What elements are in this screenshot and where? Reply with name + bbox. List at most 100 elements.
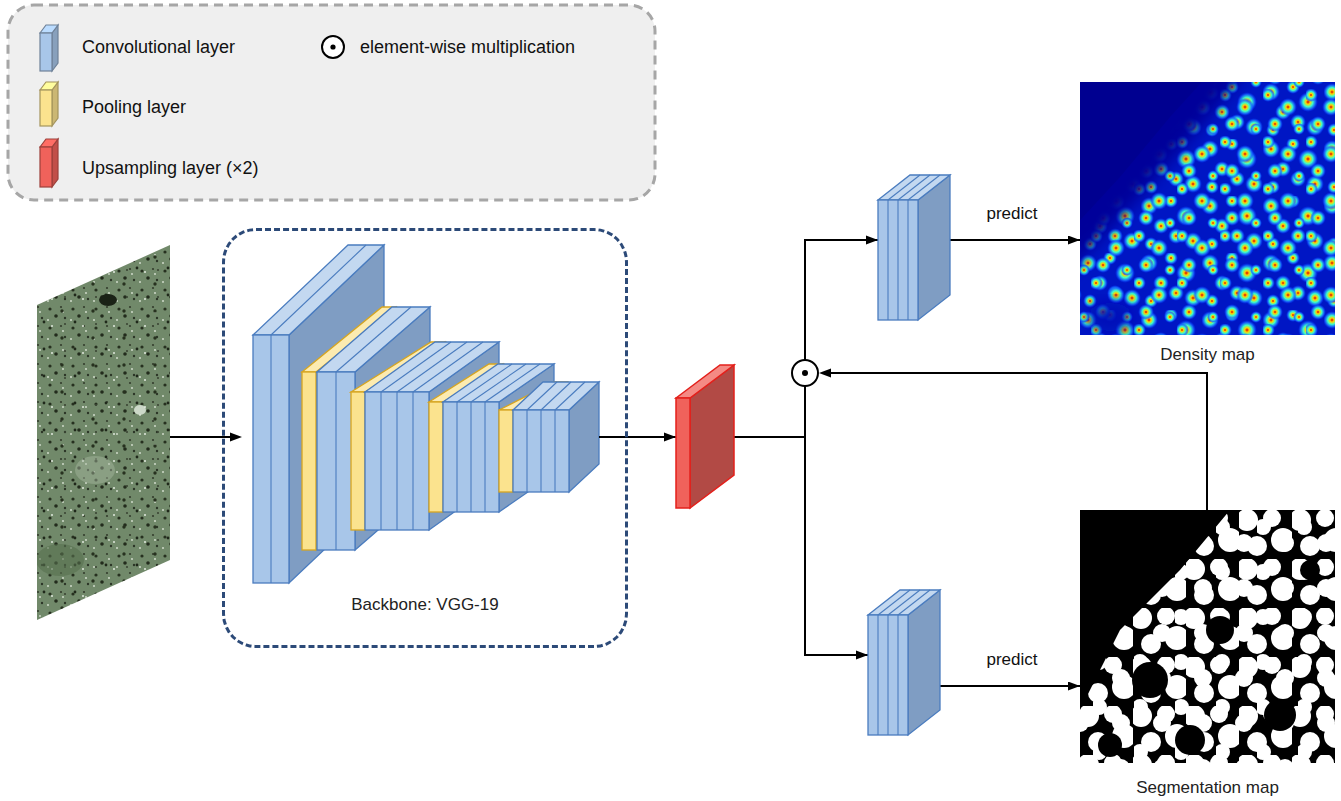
segmentation-map-image — [1175, 725, 1205, 755]
vgg19-layers — [270, 335, 271, 583]
segmentation-head-conv — [887, 615, 888, 735]
multiply-symbol — [322, 36, 344, 58]
density-map-image — [1088, 303, 1132, 331]
upsampling-layer — [676, 398, 690, 508]
legend-swatch — [40, 147, 52, 187]
segmentation-map-image — [1080, 510, 1335, 763]
vgg19-layers — [351, 392, 365, 530]
mask-feedback-arrow — [830, 373, 1207, 510]
vgg19-layers — [457, 364, 512, 402]
input-image — [36, 544, 84, 576]
vgg19-layers — [513, 382, 599, 410]
segmentation-map-image — [1080, 510, 1335, 763]
segmentation-map-image — [1132, 662, 1168, 698]
vgg19-layers — [380, 392, 381, 530]
legend-sample — [40, 82, 58, 126]
node-label: Segmentation map — [1136, 778, 1279, 798]
upsampling-layer — [676, 365, 734, 508]
segmentation-map-panel: Segmentation map — [1080, 510, 1335, 798]
vgg19-layers — [527, 382, 557, 410]
input-arrow — [230, 433, 242, 442]
density-head-conv — [897, 200, 898, 320]
legend-text: Convolutional layer — [82, 36, 235, 58]
density-head-conv — [908, 175, 940, 200]
legend-text: element-wise multiplication — [360, 36, 575, 58]
node-label: Backbone: VGG-19 — [351, 595, 498, 615]
edge-label: predict — [984, 650, 1039, 670]
density-map-image — [1080, 82, 1335, 335]
node-label: Density map — [1160, 345, 1254, 365]
vgg19-layers — [381, 342, 451, 392]
segmentation-map-image — [1080, 510, 1230, 710]
vgg19-layers — [443, 402, 499, 512]
upsampling-layer — [676, 365, 734, 398]
segmentation-head-conv — [868, 590, 940, 615]
segmentation-head-conv — [856, 651, 868, 660]
density-head-conv — [878, 175, 950, 200]
segmentation-map-image — [1080, 510, 1335, 763]
vgg19-layers — [429, 402, 443, 512]
vgg19-layers — [499, 410, 513, 492]
mask-feedback-arrow — [819, 369, 1207, 511]
legend-sample — [40, 25, 58, 71]
segmentation-head-conv — [868, 615, 908, 735]
vgg19-layers — [470, 402, 471, 512]
backbone-output-arrow — [599, 433, 676, 442]
density-head-conv — [898, 175, 930, 200]
segmentation-map-image — [1080, 510, 1335, 763]
density-map-image — [1080, 82, 1255, 282]
vgg19-layers — [555, 382, 585, 410]
legend-swatch — [40, 33, 52, 71]
density-head-conv — [888, 175, 920, 200]
multiply-symbol — [792, 360, 818, 386]
input-image — [30, 240, 180, 630]
mask-feedback-arrow — [819, 369, 831, 378]
vgg19-layers — [526, 410, 527, 492]
vgg19-layers — [412, 392, 413, 530]
input-image — [30, 240, 180, 630]
multiply-symbol — [802, 370, 808, 376]
legend-frame — [8, 5, 655, 200]
multiply-symbol — [330, 44, 335, 49]
legend-sample — [322, 36, 344, 58]
vgg19-layers — [471, 364, 526, 402]
segmentation-map-image — [1300, 560, 1320, 580]
backbone-output-arrow — [664, 433, 676, 442]
density-head-conv — [866, 175, 950, 320]
vgg19-layers — [513, 410, 569, 492]
multiply-symbol — [792, 360, 818, 386]
segmentation-head-conv — [856, 590, 940, 735]
vgg19-layers — [554, 410, 555, 492]
vgg19-layers — [484, 402, 485, 512]
vgg19-layers — [456, 402, 457, 512]
input-image — [30, 240, 180, 630]
density-head-conv — [907, 200, 908, 320]
segmentation-map-image — [1206, 616, 1234, 644]
backbone-box: Backbone: VGG-19 — [222, 228, 628, 648]
vgg19-layers — [365, 392, 429, 530]
vgg19-layers — [302, 372, 316, 550]
input-image — [75, 456, 115, 484]
legend-swatch-top — [40, 25, 58, 33]
input-image — [99, 294, 117, 306]
segmentation-head-conv — [878, 590, 910, 615]
legend-swatch-top — [40, 82, 58, 90]
density-head-conv — [878, 200, 918, 320]
vgg19-layers — [335, 372, 336, 550]
vgg19-layers — [541, 382, 571, 410]
input-arrow — [170, 433, 242, 442]
vgg19-layers — [253, 245, 599, 583]
vgg19-layers — [253, 335, 289, 583]
density-head-conv — [887, 200, 888, 320]
density-head-conv — [866, 236, 878, 245]
legend-swatch — [40, 90, 52, 126]
legend-text: Upsampling layer (×2) — [82, 157, 259, 179]
density-map-image — [1080, 82, 1220, 242]
vgg19-layers — [317, 372, 355, 550]
density-map-panel: Density map — [1080, 82, 1335, 365]
vgg19-layers — [396, 392, 397, 530]
segmentation-head-conv — [898, 590, 930, 615]
